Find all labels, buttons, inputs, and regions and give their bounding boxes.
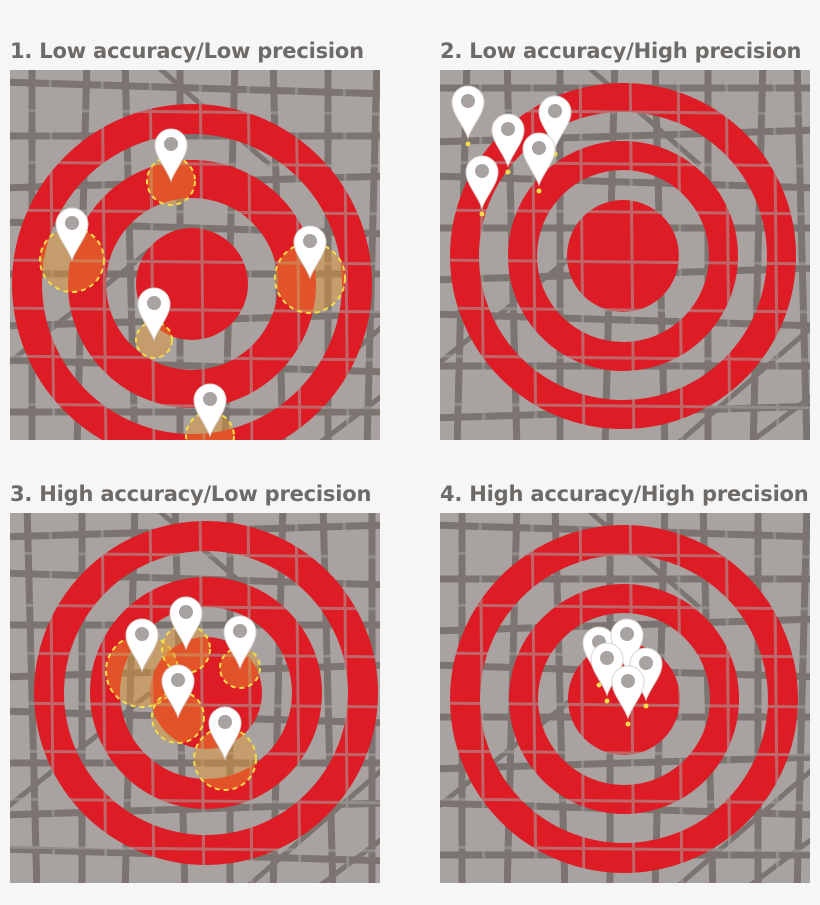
pin-marker [169, 596, 203, 651]
pin-hole [218, 715, 232, 729]
pin-hole [621, 674, 635, 688]
pin-hole [620, 627, 634, 641]
target-map [440, 513, 810, 883]
pin-dot [465, 141, 471, 147]
location-pin [590, 642, 624, 704]
pin-hole [600, 651, 614, 665]
target-map [440, 70, 810, 440]
pin-marker [451, 85, 485, 140]
location-pin [193, 706, 257, 791]
pin-marker [208, 706, 242, 761]
panel-title: 4. High accuracy/High precision [440, 482, 809, 506]
location-pin [451, 85, 485, 147]
pin-marker [125, 618, 159, 673]
location-pin [491, 113, 525, 175]
location-pin [146, 128, 196, 206]
location-pin [538, 95, 572, 157]
pin-marker [223, 615, 257, 670]
panel-title: 3. High accuracy/Low precision [10, 482, 372, 506]
pin-hole [303, 234, 317, 248]
pin-marker [154, 128, 188, 183]
pin-dot [596, 682, 602, 688]
location-pin [135, 287, 173, 359]
outer-ring [450, 83, 796, 429]
pin-marker [491, 113, 525, 168]
pin-marker [522, 132, 556, 187]
pin-hole [532, 141, 546, 155]
location-pin [105, 618, 179, 708]
pin-marker [293, 225, 327, 280]
pin-marker [611, 665, 645, 720]
pin-marker [193, 383, 227, 438]
location-pin [185, 383, 235, 440]
pin-marker [465, 155, 499, 210]
pin-hole [135, 627, 149, 641]
pin-dot [643, 703, 649, 709]
pin-hole [203, 392, 217, 406]
pin-marker [55, 207, 89, 262]
outer-ring [450, 525, 798, 873]
pin-dot [604, 698, 610, 704]
location-pin [161, 596, 211, 674]
pin-dot [536, 188, 542, 194]
location-pin [39, 207, 105, 293]
target-map [10, 513, 380, 883]
pin-dot [505, 169, 511, 175]
bullseye [567, 200, 679, 312]
pin-hole [233, 624, 247, 638]
location-pin [465, 155, 499, 217]
pin-hole [171, 673, 185, 687]
pin-hole [147, 296, 161, 310]
pin-dot [479, 211, 485, 217]
location-pin [611, 665, 645, 727]
pin-hole [501, 122, 515, 136]
pin-hole [164, 137, 178, 151]
location-pin [522, 132, 556, 194]
location-pin [219, 615, 261, 689]
pin-hole [548, 104, 562, 118]
location-pin [629, 647, 663, 709]
pin-dot [625, 721, 631, 727]
pin-hole [461, 94, 475, 108]
location-pin [274, 225, 346, 314]
location-pin [151, 664, 205, 744]
pin-hole [639, 656, 653, 670]
pin-marker [161, 664, 195, 719]
target-map [10, 70, 380, 440]
panel-title: 1. Low accuracy/Low precision [10, 39, 364, 63]
street-overlay [10, 513, 380, 883]
pin-hole [475, 164, 489, 178]
outer-ring [12, 104, 372, 440]
pin-marker [538, 95, 572, 150]
pin-hole [65, 216, 79, 230]
panel-title: 2. Low accuracy/High precision [440, 39, 802, 63]
pin-hole [179, 605, 193, 619]
pin-marker [137, 287, 171, 342]
